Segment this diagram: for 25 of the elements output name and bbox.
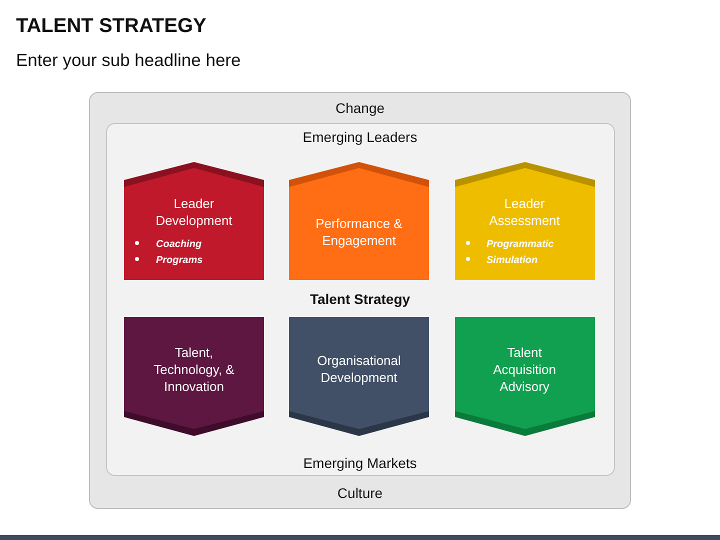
- downward-pentagon-tile: [124, 317, 264, 436]
- subtitle: Enter your sub headline here: [16, 49, 241, 71]
- frame-heading: Change: [335, 98, 385, 116]
- outer-frame: [89, 92, 631, 509]
- tile-title: Leader Assessment: [488, 195, 560, 229]
- inner-frame: [106, 123, 614, 476]
- downward-pentagon-tile: [454, 317, 594, 436]
- tile-title: Performance & Engagement: [315, 215, 403, 249]
- downward-pentagon-tile: [289, 317, 429, 436]
- page-title: TALENT STRATEGY: [16, 14, 206, 38]
- bullet-item: Coaching: [135, 237, 202, 253]
- bullet-item: Simulation: [466, 253, 538, 269]
- center-heading: Talent Strategy: [310, 290, 410, 308]
- tile-title: Leader Development: [155, 195, 233, 229]
- upward-pentagon-tile: [454, 162, 594, 280]
- upward-pentagon-tile: [124, 162, 264, 280]
- frame-footer: Culture: [337, 484, 383, 502]
- frame-footer: Emerging Markets: [303, 454, 417, 472]
- bullet-item: Programs: [135, 253, 203, 269]
- tile-title: Organisational Development: [316, 352, 402, 386]
- frame-heading: Emerging Leaders: [302, 128, 418, 146]
- tile-title: Talent, Technology, & Innovation: [153, 344, 235, 394]
- upward-pentagon-tile: [289, 162, 429, 280]
- bullet-item: Programmatic: [466, 237, 554, 253]
- tile-title: Talent Acquisition Advisory: [492, 344, 556, 394]
